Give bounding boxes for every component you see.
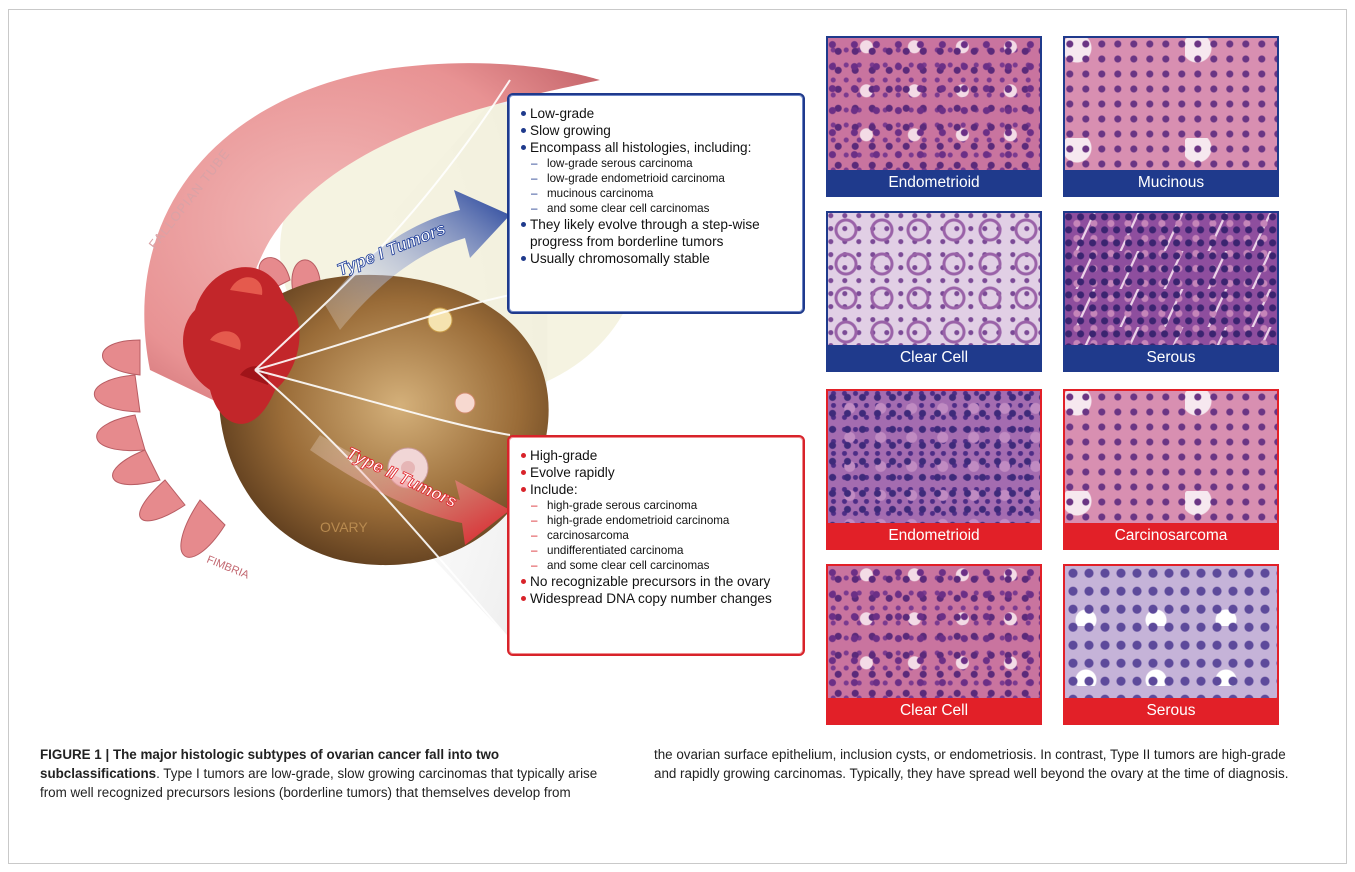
tile-label: Clear Cell xyxy=(828,345,1040,370)
tile-label: Mucinous xyxy=(1065,170,1277,195)
type2-tile-serous: Serous xyxy=(1063,564,1279,725)
bullet-item: They likely evolve through a step-wise xyxy=(521,216,791,233)
tile-label: Clear Cell xyxy=(828,698,1040,723)
type2-tile-carcinosarcoma: Carcinosarcoma xyxy=(1063,389,1279,550)
bullet-item: Include: xyxy=(521,481,791,498)
figure-caption-left: FIGURE 1 | The major histologic subtypes… xyxy=(40,745,620,802)
type1-tile-clear-cell: Clear Cell xyxy=(826,211,1042,372)
type1-tile-serous: Serous xyxy=(1063,211,1279,372)
tile-label: Serous xyxy=(1065,698,1277,723)
histology-image xyxy=(1065,38,1277,172)
type2-tile-clear-cell: Clear Cell xyxy=(826,564,1042,725)
type1-tile-mucinous: Mucinous xyxy=(1063,36,1279,197)
histology-image xyxy=(1065,391,1277,525)
histology-image xyxy=(828,38,1040,172)
bullet-item: Low-grade xyxy=(521,105,791,122)
histology-image xyxy=(828,213,1040,347)
tile-label: Endometrioid xyxy=(828,523,1040,548)
sub-item: high-grade serous carcinoma xyxy=(521,498,791,513)
ovary-label: OVARY xyxy=(320,519,368,535)
bullet-item: No recognizable precursors in the ovary xyxy=(521,573,791,590)
tile-label: Serous xyxy=(1065,345,1277,370)
bullet-item: Encompass all histologies, including: xyxy=(521,139,791,156)
tile-label: Carcinosarcoma xyxy=(1065,523,1277,548)
figure-caption-right: the ovarian surface epithelium, inclusio… xyxy=(654,745,1294,783)
tile-label: Endometrioid xyxy=(828,170,1040,195)
sub-item: carcinosarcoma xyxy=(521,528,791,543)
bullet-item: Evolve rapidly xyxy=(521,464,791,481)
type1-tile-endometrioid: Endometrioid xyxy=(826,36,1042,197)
bullet-item: Usually chromosomally stable xyxy=(521,250,791,267)
type2-tile-endometrioid: Endometrioid xyxy=(826,389,1042,550)
histology-image xyxy=(1065,213,1277,347)
sub-item: and some clear cell carcinomas xyxy=(521,201,791,216)
sub-item: undifferentiated carcinoma xyxy=(521,543,791,558)
fimbria-label: FIMBRIA xyxy=(205,554,251,582)
histology-image xyxy=(1065,566,1277,700)
sub-item: and some clear cell carcinomas xyxy=(521,558,791,573)
sub-item: low-grade serous carcinoma xyxy=(521,156,791,171)
sub-item: high-grade endometrioid carcinoma xyxy=(521,513,791,528)
bullet-item: Slow growing xyxy=(521,122,791,139)
bullet-item: Widespread DNA copy number changes xyxy=(521,590,791,607)
bullet-continuation: progress from borderline tumors xyxy=(521,233,791,250)
sub-item: mucinous carcinoma xyxy=(521,186,791,201)
sub-item: low-grade endometrioid carcinoma xyxy=(521,171,791,186)
figure-caption-text-right: the ovarian surface epithelium, inclusio… xyxy=(654,747,1288,781)
bullet-item: High-grade xyxy=(521,447,791,464)
histology-image xyxy=(828,391,1040,525)
histology-image xyxy=(828,566,1040,700)
follicle xyxy=(455,393,475,413)
